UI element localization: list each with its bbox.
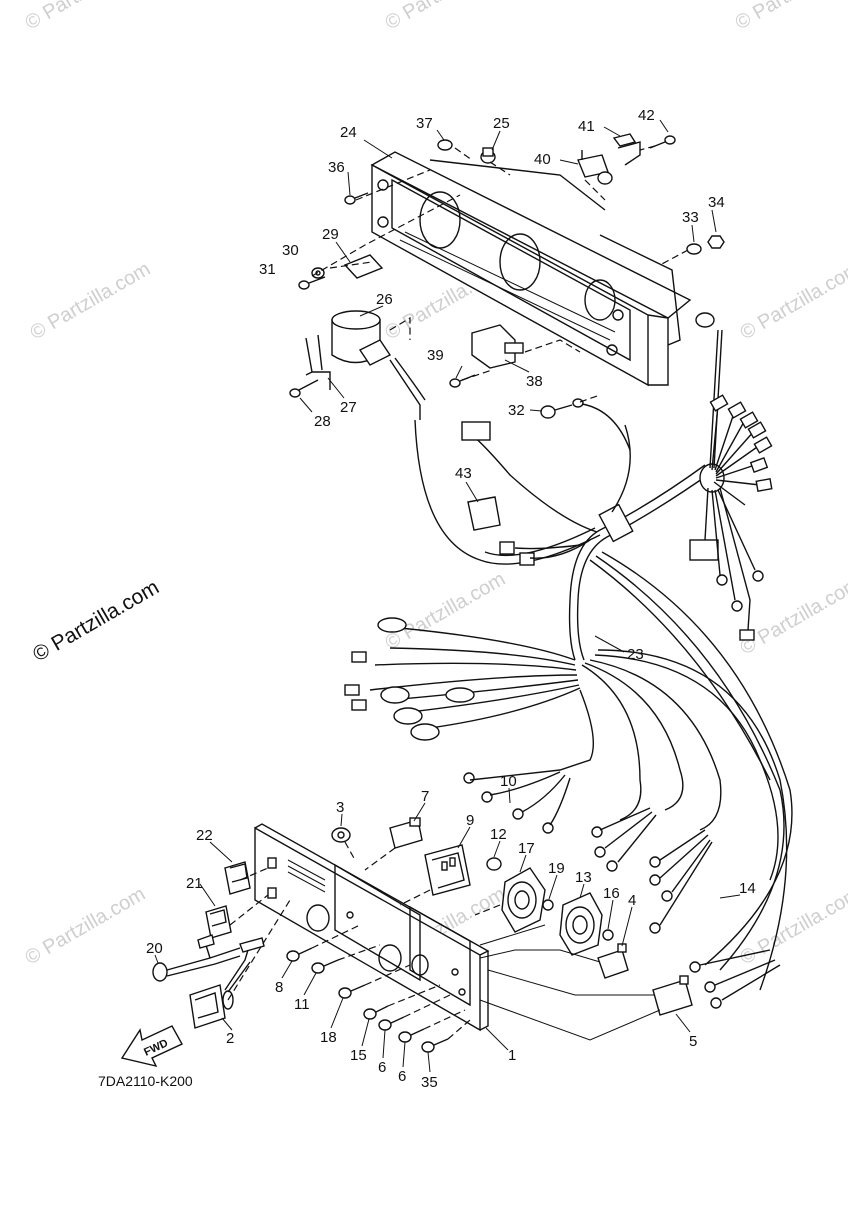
circuit-breaker [390, 818, 422, 848]
callout-43: 43 [455, 465, 472, 482]
callout-5: 5 [689, 1033, 697, 1050]
nut [543, 900, 553, 910]
callout-33: 33 [682, 209, 699, 226]
watermark-group: © Partzilla.com © Partzilla.com © Partzi… [22, 0, 848, 969]
screw [450, 375, 475, 387]
callout-11: 11 [294, 996, 310, 1013]
twist-lock-receptacle [502, 868, 545, 932]
twist-lock-receptacle [560, 893, 602, 955]
washer [687, 244, 701, 254]
watermark: © Partzilla.com [27, 258, 155, 344]
callout-35: 35 [421, 1074, 438, 1091]
switch-bracket [614, 134, 640, 165]
watermark: © Partzilla.com [732, 0, 848, 34]
watermark: © Partzilla.com [737, 573, 848, 659]
screw [364, 1006, 388, 1019]
label-plate [345, 255, 382, 278]
washer [487, 858, 501, 870]
callout-30: 30 [282, 242, 299, 259]
washer [438, 140, 452, 150]
callout-19: 19 [548, 860, 565, 877]
screw [290, 380, 318, 397]
screw [287, 948, 312, 961]
bolt [541, 399, 583, 418]
watermark: © Partzilla.com [382, 0, 510, 34]
callout-31: 31 [259, 261, 276, 278]
fwd-arrow: FWD [122, 1026, 182, 1066]
rocker-switch [206, 906, 231, 938]
screw [312, 960, 338, 973]
callout-21: 21 [186, 875, 203, 892]
coupler [472, 325, 523, 368]
screw [345, 193, 368, 204]
callout-37: 37 [416, 115, 433, 132]
watermark: © Partzilla.com [382, 568, 510, 654]
callout-24: 24 [340, 124, 357, 141]
callout-17: 17 [518, 840, 535, 857]
callout-36: 36 [328, 159, 345, 176]
callout-28: 28 [314, 413, 331, 430]
watermark: © Partzilla.com [22, 883, 150, 969]
callout-38: 38 [526, 373, 543, 390]
screw [399, 1029, 424, 1042]
hourmeter-bracket [306, 335, 330, 390]
callout-2: 2 [226, 1030, 234, 1047]
callout-16: 16 [603, 885, 620, 902]
screw [339, 985, 365, 998]
diagram-code: 7DA2110-K200 [98, 1073, 193, 1089]
grommet [481, 148, 495, 163]
callout-22: 22 [196, 827, 213, 844]
callout-10: 10 [500, 773, 517, 790]
callout-4: 4 [628, 892, 636, 909]
circuit-breaker [653, 976, 692, 1015]
callout-6: 6 [378, 1059, 386, 1076]
washer [332, 828, 350, 842]
callout-14: 14 [739, 880, 756, 897]
callout-26: 26 [376, 291, 393, 308]
callout-20: 20 [146, 940, 163, 957]
callout-34: 34 [708, 194, 725, 211]
callout-8: 8 [275, 979, 283, 996]
callout-1: 1 [508, 1047, 516, 1064]
callout-25: 25 [493, 115, 510, 132]
callout-27: 27 [340, 399, 357, 416]
callout-3: 3 [336, 799, 344, 816]
screw [299, 277, 325, 289]
callout-9: 9 [466, 812, 474, 829]
watermark: © Partzilla.com [22, 0, 150, 34]
callout-23: 23 [627, 646, 644, 663]
callout-13: 13 [575, 869, 592, 886]
callout-15: 15 [350, 1047, 367, 1064]
callout-29: 29 [322, 226, 339, 243]
screw [422, 1039, 448, 1052]
nut [708, 236, 724, 248]
circuit-breaker [598, 944, 628, 978]
callout-39: 39 [427, 347, 444, 364]
watermark: © Partzilla.com [737, 258, 848, 344]
watermark-main: © Partzilla.com [29, 576, 163, 667]
callout-40: 40 [534, 151, 551, 168]
rocker-switch [225, 862, 250, 894]
callout-12: 12 [490, 826, 507, 843]
receptacle [425, 845, 470, 895]
screw [379, 1017, 404, 1030]
callout-41: 41 [578, 118, 595, 135]
lead-wire [153, 935, 264, 981]
callout-32: 32 [508, 402, 525, 419]
callout-6b: 6 [398, 1068, 406, 1085]
switch [578, 150, 612, 184]
nut [603, 930, 613, 940]
callout-42: 42 [638, 107, 655, 124]
callout-18: 18 [320, 1029, 337, 1046]
callout-7: 7 [421, 788, 429, 805]
